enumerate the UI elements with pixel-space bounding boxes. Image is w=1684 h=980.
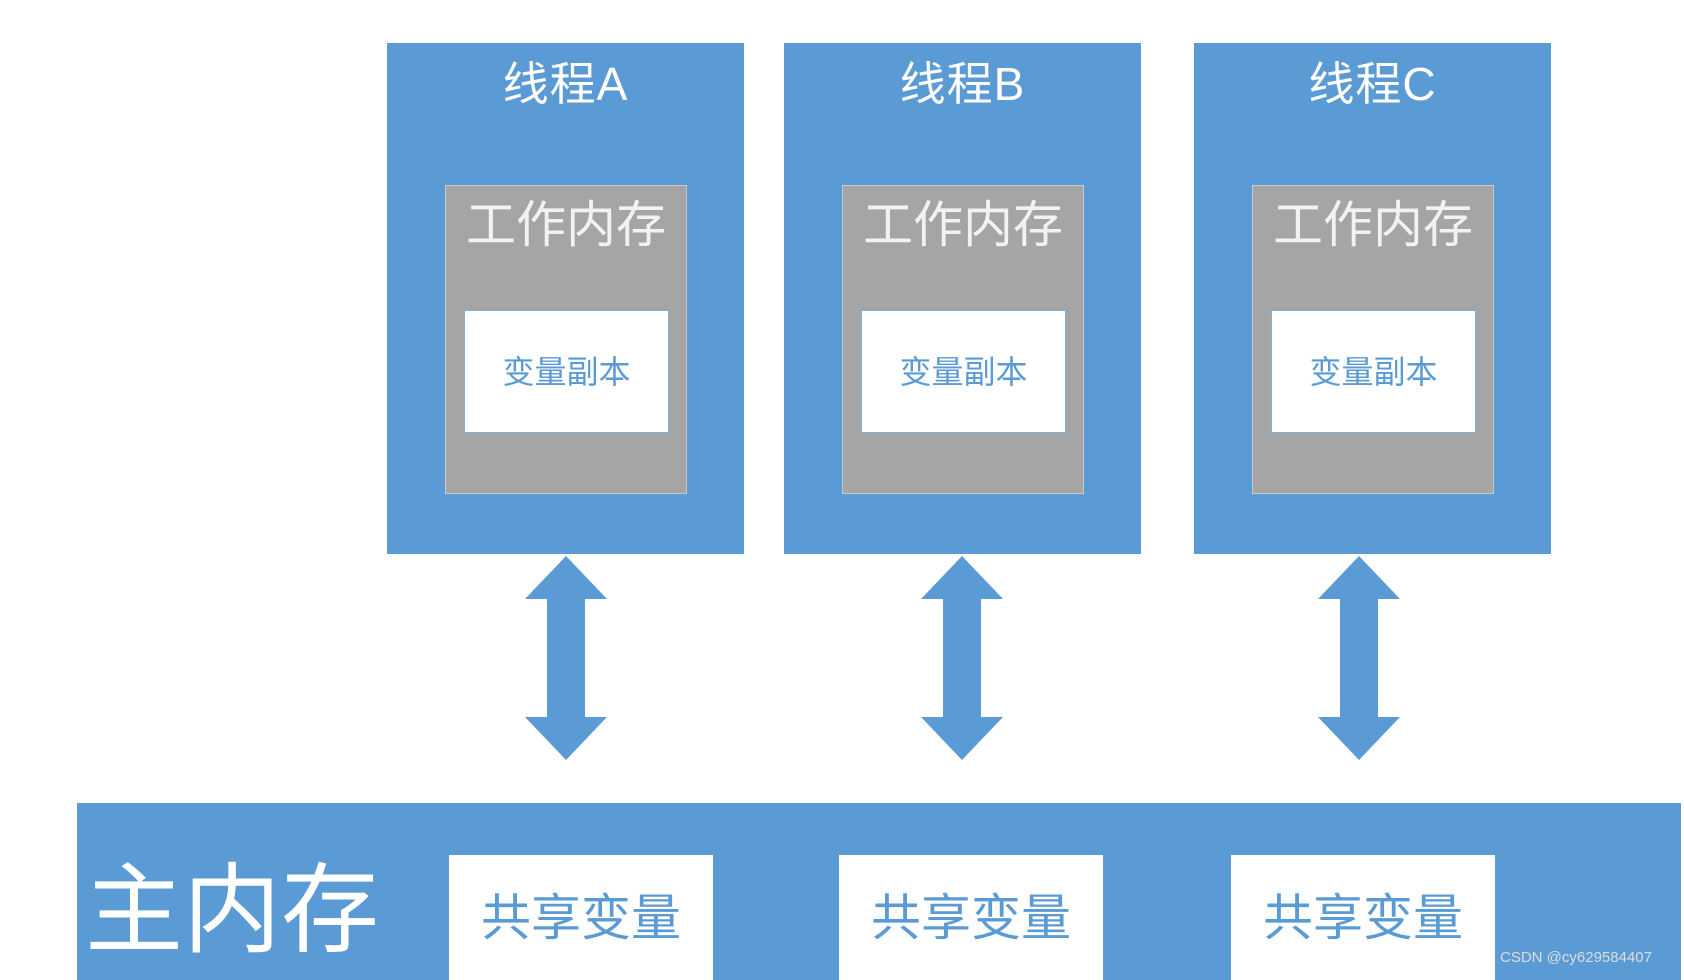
thread-c-working-memory: 工作内存 变量副本	[1252, 185, 1494, 494]
thread-b-working-memory-label: 工作内存	[863, 196, 1063, 254]
thread-a-double-arrow-icon	[525, 556, 607, 760]
shared-variable-label-3: 共享变量	[1263, 888, 1463, 947]
thread-c-working-memory-label: 工作内存	[1273, 196, 1473, 254]
shared-variable-box-1: 共享变量	[449, 855, 713, 980]
thread-b-working-memory: 工作内存 变量副本	[842, 185, 1084, 494]
shared-variable-label-2: 共享变量	[871, 888, 1071, 947]
thread-a-title: 线程A	[502, 58, 629, 110]
thread-b-variable-copy: 变量副本	[861, 310, 1066, 433]
thread-b-variable-copy-label: 变量副本	[899, 352, 1028, 391]
watermark: CSDN @cy629584407	[1500, 949, 1652, 966]
thread-b-box: 线程B 工作内存 变量副本	[784, 43, 1141, 554]
thread-c-box: 线程C 工作内存 变量副本	[1194, 43, 1551, 554]
thread-a-variable-copy-label: 变量副本	[502, 352, 631, 391]
thread-a-working-memory-label: 工作内存	[466, 196, 666, 254]
thread-c-double-arrow-icon	[1318, 556, 1400, 760]
shared-variable-label-1: 共享变量	[481, 888, 681, 947]
thread-c-variable-copy: 变量副本	[1271, 310, 1476, 433]
shared-variable-box-2: 共享变量	[839, 855, 1103, 980]
main-memory-box: 主内存 共享变量 共享变量 共享变量	[77, 803, 1681, 980]
thread-c-variable-copy-label: 变量副本	[1309, 352, 1438, 391]
thread-a-variable-copy: 变量副本	[464, 310, 669, 433]
thread-a-box: 线程A 工作内存 变量副本	[387, 43, 744, 554]
thread-b-double-arrow-icon	[921, 556, 1003, 760]
thread-c-title: 线程C	[1308, 58, 1437, 110]
shared-variable-box-3: 共享变量	[1231, 855, 1495, 980]
main-memory-label: 主内存	[85, 854, 380, 968]
thread-a-working-memory: 工作内存 变量副本	[445, 185, 687, 494]
thread-b-title: 线程B	[899, 58, 1026, 110]
